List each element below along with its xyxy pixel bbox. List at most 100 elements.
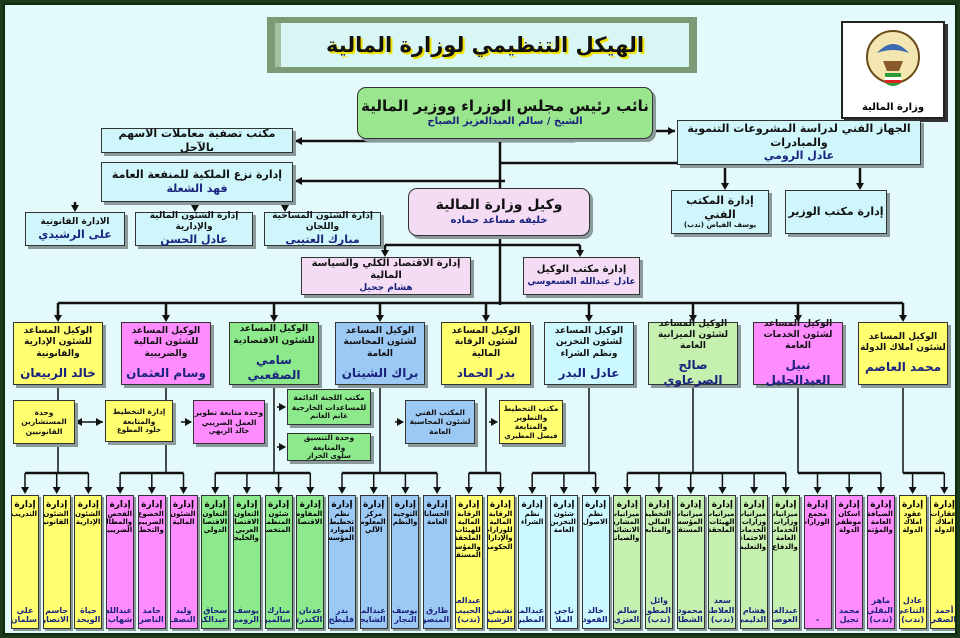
assistant-undersecretary-box[interactable]: الوكيل المساعد لشئون الرقابة المالية بدر … <box>441 322 531 385</box>
arrow-icon <box>876 487 885 494</box>
department-head: إدارة <box>77 500 100 510</box>
arrow-icon <box>211 487 220 494</box>
futures-office-title: مكتب تصفية معاملات الاسهم بالآجل <box>118 126 276 154</box>
department-manager: وائل المطوع (ندب) <box>646 596 671 624</box>
assistant-undersecretary-box[interactable]: الوكيل المساعد للشئون الإدارية والقانوني… <box>13 322 103 385</box>
department-title: التعاون الاقتصادي الدولي <box>202 510 228 535</box>
assistant-undersecretary-box[interactable]: الوكيل المساعد لشئون التخزين ونظم الشراء… <box>544 322 634 385</box>
technical-body-title: الجهاز الفني لدراسة المشروعات التنموية و… <box>687 121 911 149</box>
department-box[interactable]: إدارةميزانيات المشاريع الانشائية والصيان… <box>613 495 642 629</box>
survey-dept-box[interactable]: إدارة الشئون المساحية واللجان مبارك العت… <box>264 210 381 247</box>
department-box[interactable]: إدارةميزانيات وزارات الخدمات العامة والد… <box>771 495 800 629</box>
unit-box[interactable]: وحدة المستشارين القانونيين <box>13 400 75 444</box>
technical-body-box[interactable]: الجهاز الفني لدراسة المشروعات التنموية و… <box>677 120 921 165</box>
survey-name: مبارك العتيبي <box>285 233 360 247</box>
department-title: نظم الشراء <box>520 510 544 527</box>
department-title: الخضوع الضريبي والتخطيط <box>137 510 164 535</box>
department-title: نظم تخطيط الموارد المؤسسية <box>329 510 354 543</box>
arrow-icon <box>623 487 632 494</box>
assistant-name: بدر الحماد <box>456 365 516 380</box>
arrow-icon <box>781 487 790 494</box>
arrow-icon <box>433 487 442 494</box>
department-box[interactable]: إدارةالمفاوضات الاقتصاديةعدنان الكندري <box>296 495 325 629</box>
undersecretary-office-box[interactable]: إدارة مكتب الوكيل عادل عبدالله العسعوسي <box>523 257 640 295</box>
department-title: شئون التخزين العامة <box>549 510 576 535</box>
unit-box[interactable]: المكتب الفني لشئون المحاسبة العامة <box>405 400 475 444</box>
assistant-title: الوكيل المساعد للشئون المالية والضريبية <box>131 326 201 359</box>
arrow-icon <box>369 487 378 494</box>
minister-office-box[interactable]: إدارة مكتب الوزير <box>785 190 887 234</box>
arrow-icon <box>185 418 192 426</box>
assistant-title: الوكيل المساعد لشئون التخزين ونظم الشراء <box>554 326 624 359</box>
department-manager: محمود الشطان <box>677 605 703 624</box>
legal-name: على الرشيدي <box>38 227 112 241</box>
assistant-name: نبيل العبدالجليل <box>765 358 831 388</box>
department-head: إدارة <box>553 500 575 510</box>
assistant-title: الوكيل المساعد لشئون الرقابة المالية <box>451 326 521 359</box>
arrow-icon <box>270 315 278 322</box>
fin-admin-dept-box[interactable]: إدارة الشئون المالية والإدارية عادل الحس… <box>135 211 253 246</box>
department-head: إدارة <box>521 500 543 510</box>
arrow-icon <box>496 487 505 494</box>
tech-office-box[interactable]: إدارة المكتب الفني يوسف الفياض (ندب) <box>671 190 769 234</box>
arrow-icon <box>856 183 864 190</box>
undersecretary-box[interactable]: وكيل وزارة المالية خليفه مساعد حماده <box>408 188 590 236</box>
department-manager: وليد النصف <box>169 605 196 624</box>
department-head: إدارة <box>14 500 36 510</box>
department-box[interactable]: إدارةميزانيات المؤسسات المستقلةمحمود الش… <box>676 495 705 629</box>
undersecretary-title: وكيل وزارة المالية <box>435 197 563 213</box>
survey-title: إدارة الشئون المساحية واللجان <box>272 210 373 233</box>
arrow-icon <box>242 487 251 494</box>
department-title: التخطيط المالي والمتابعة <box>645 510 671 535</box>
department-head: إدارة <box>648 500 670 510</box>
legal-dept-box[interactable]: الادارة القانونية على الرشيدي <box>25 212 125 246</box>
futures-office-box[interactable]: مكتب تصفية معاملات الاسهم بالآجل <box>101 126 293 154</box>
arrow-icon <box>295 177 302 185</box>
unit-name: خلود المطوع <box>116 426 162 434</box>
department-manager: طارق المنصور <box>424 605 450 624</box>
department-box[interactable]: إدارةميزانيات وزارات الخدمات الاجتماعية … <box>740 495 769 629</box>
macro-policy-box[interactable]: إدارة الاقتصاد الكلي والسياسة المالية هش… <box>301 257 471 295</box>
logo-label: وزارة المالية <box>861 102 925 113</box>
expropriation-box[interactable]: إدارة نزع الملكية للمنفعة العامة فهد الش… <box>101 162 293 202</box>
minister-box[interactable]: نائب رئيس مجلس الوزراء ووزير المالية الش… <box>357 87 653 139</box>
arrow-icon <box>750 487 759 494</box>
